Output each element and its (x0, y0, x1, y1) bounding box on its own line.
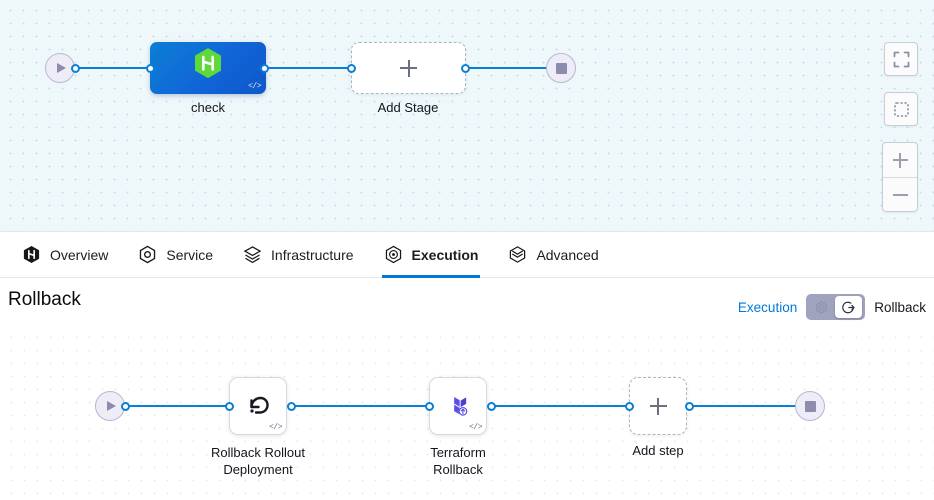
service-hexagon-icon (138, 245, 157, 264)
canvas-tools-top (884, 42, 918, 76)
port-add-stage-out[interactable] (461, 63, 470, 73)
tab-label: Overview (50, 246, 109, 263)
tab-advanced[interactable]: Advanced (500, 232, 620, 277)
add-stage-button[interactable] (351, 42, 466, 94)
undo-arrow-icon (250, 396, 269, 414)
fullscreen-button[interactable] (884, 42, 918, 76)
plus-icon (892, 152, 908, 168)
port-terraform-out[interactable] (486, 401, 496, 411)
execution-icon (816, 300, 828, 314)
code-badge-icon: </> (269, 423, 282, 432)
zoom-in-button[interactable] (883, 143, 917, 177)
tab-label: Service (166, 246, 214, 263)
add-stage-label: Add Stage (377, 100, 439, 115)
plus-icon (649, 397, 667, 415)
plus-icon (400, 59, 417, 77)
fullscreen-icon (893, 51, 909, 67)
edge-rollout-to-terraform (288, 405, 430, 407)
play-icon (107, 401, 116, 411)
tab-label: Infrastructure (271, 246, 354, 263)
rollback-header: Rollback Execution Ro (0, 278, 934, 328)
stage-canvas[interactable]: </> check Add Stage (0, 0, 934, 231)
rollback-step-canvas[interactable]: </> Rollback Rollout Deployment </> Terr… (0, 328, 934, 500)
terraform-icon (453, 396, 467, 416)
tab-label: Execution (411, 246, 479, 263)
port-add-step-in[interactable] (624, 401, 634, 411)
port-add-step-out[interactable] (684, 401, 694, 411)
tab-label: Advanced (536, 246, 599, 263)
port-exec-start-out[interactable] (121, 401, 130, 411)
harness-hexagon-icon (191, 46, 225, 85)
execution-rollback-toggle[interactable] (806, 294, 866, 320)
toggle-label-rollback[interactable]: Rollback (874, 299, 926, 315)
advanced-layers-icon (508, 245, 527, 264)
port-rollout-in[interactable] (224, 401, 234, 411)
tab-infrastructure[interactable]: Infrastructure (235, 232, 375, 277)
rollback-arrow-icon (842, 301, 855, 313)
stage-tab-bar: Overview Service Infrastructure (0, 231, 934, 278)
play-icon (57, 63, 66, 73)
edge-add-stage-to-end (460, 67, 556, 69)
harness-hexagon-icon (22, 245, 41, 264)
edge-terraform-to-add-step (488, 405, 630, 407)
execution-end-node[interactable] (795, 391, 825, 421)
zoom-out-button[interactable] (883, 177, 917, 211)
toggle-option-rollback[interactable] (835, 296, 863, 318)
pipeline-end-node[interactable] (546, 53, 576, 83)
execution-rollback-toggle-group: Execution Rollback (738, 294, 926, 320)
port-add-stage-in[interactable] (347, 63, 356, 73)
port-rollout-out[interactable] (286, 401, 296, 411)
rollback-title: Rollback (8, 289, 81, 310)
code-badge-icon: </> (469, 423, 482, 432)
step-node-terraform-rollback[interactable]: </> (429, 377, 487, 435)
execution-icon (384, 245, 403, 264)
port-start-out[interactable] (71, 63, 80, 73)
dashed-selection-icon (893, 101, 909, 117)
canvas-tools-selection (884, 92, 918, 126)
stage-label-check: check (191, 100, 225, 115)
stop-icon (804, 400, 816, 412)
tab-service[interactable]: Service (130, 232, 235, 277)
edge-add-step-to-end (686, 405, 808, 407)
zoom-controls (882, 142, 918, 212)
step-label-terraform-rollback: Terraform Rollback (430, 445, 486, 477)
toggle-option-execution[interactable] (808, 296, 835, 318)
edge-start-to-check (72, 67, 158, 69)
add-step-button[interactable] (629, 377, 687, 435)
stage-node-check[interactable]: </> (150, 42, 266, 94)
port-terraform-in[interactable] (424, 401, 434, 411)
pipeline-start-node[interactable] (45, 53, 75, 83)
minus-icon (892, 187, 908, 202)
add-step-label: Add step (632, 443, 684, 458)
selection-mode-button[interactable] (884, 92, 918, 126)
tab-execution[interactable]: Execution (376, 232, 501, 278)
layers-icon (243, 245, 262, 264)
code-badge-icon: </> (248, 82, 261, 91)
port-check-in[interactable] (145, 63, 155, 73)
stop-icon (555, 62, 567, 74)
step-node-rollback-rollout-deployment[interactable]: </> (229, 377, 287, 435)
step-label-rollback-rollout-deployment: Rollback Rollout Deployment (211, 445, 305, 477)
tab-overview[interactable]: Overview (14, 232, 130, 277)
port-check-out[interactable] (259, 63, 269, 73)
toggle-label-execution[interactable]: Execution (737, 299, 798, 315)
edge-check-to-add-stage (262, 67, 354, 69)
edge-start-to-rollback-rollout (122, 405, 230, 407)
